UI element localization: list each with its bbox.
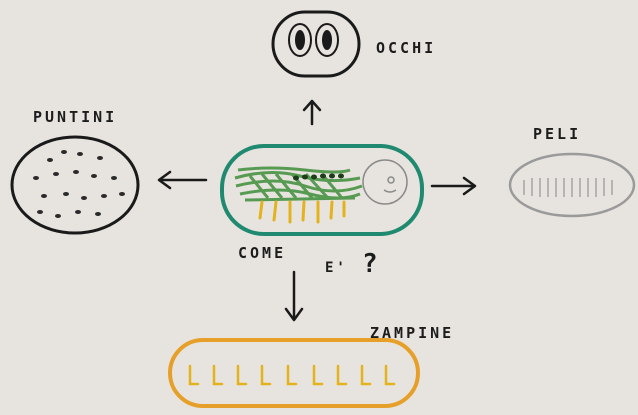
arrow-down-icon [284,270,304,322]
caterpillar-body [234,166,363,202]
center-question-accent: E' [325,260,348,276]
label-puntini: PUNTINI [33,108,117,126]
arrow-right-icon [430,176,477,196]
center-question-main: COME [238,244,286,262]
arrows [157,99,477,322]
label-peli: PELI [533,125,581,143]
dots-drawing [10,135,140,235]
hairs-drawing [508,152,636,218]
caterpillar-head [362,159,408,205]
label-occhi: OCCHI [376,39,436,57]
caterpillar-legs [258,200,346,224]
arrow-up-icon [302,99,322,126]
eyes-drawing [271,10,361,78]
caterpillar-spots [293,173,344,181]
center-question-mark: ? [362,249,381,279]
label-zampine: ZAMPINE [370,324,454,342]
arrow-left-icon [157,170,208,190]
center-caterpillar [220,144,424,236]
legs-drawing [168,338,420,408]
